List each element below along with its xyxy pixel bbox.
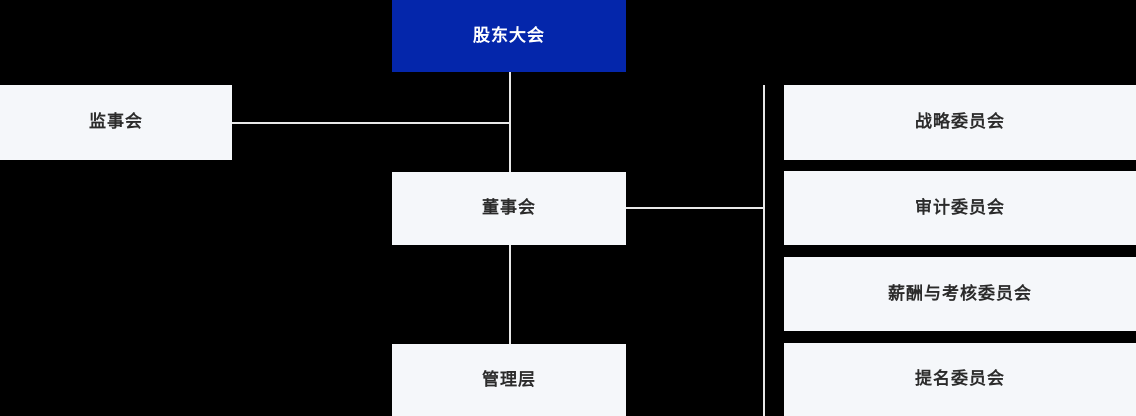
node-audit-committee[interactable]: 审计委员会	[784, 171, 1136, 245]
connector-board-to-committees	[626, 207, 765, 209]
node-shareholders-meeting[interactable]: 股东大会	[392, 0, 626, 72]
node-board-of-directors[interactable]: 董事会	[392, 172, 626, 245]
connector-board-to-management	[509, 244, 511, 352]
node-remuneration-appraisal-committee[interactable]: 薪酬与考核委员会	[784, 257, 1136, 331]
node-strategy-committee[interactable]: 战略委员会	[784, 85, 1136, 160]
node-nomination-committee[interactable]: 提名委员会	[784, 343, 1136, 416]
node-management[interactable]: 管理层	[392, 344, 626, 416]
connector-committee-rail	[763, 85, 765, 416]
connector-spine-to-supervisors	[232, 122, 510, 124]
node-board-of-supervisors[interactable]: 监事会	[0, 85, 232, 160]
connector-shareholders-to-board	[509, 72, 511, 172]
